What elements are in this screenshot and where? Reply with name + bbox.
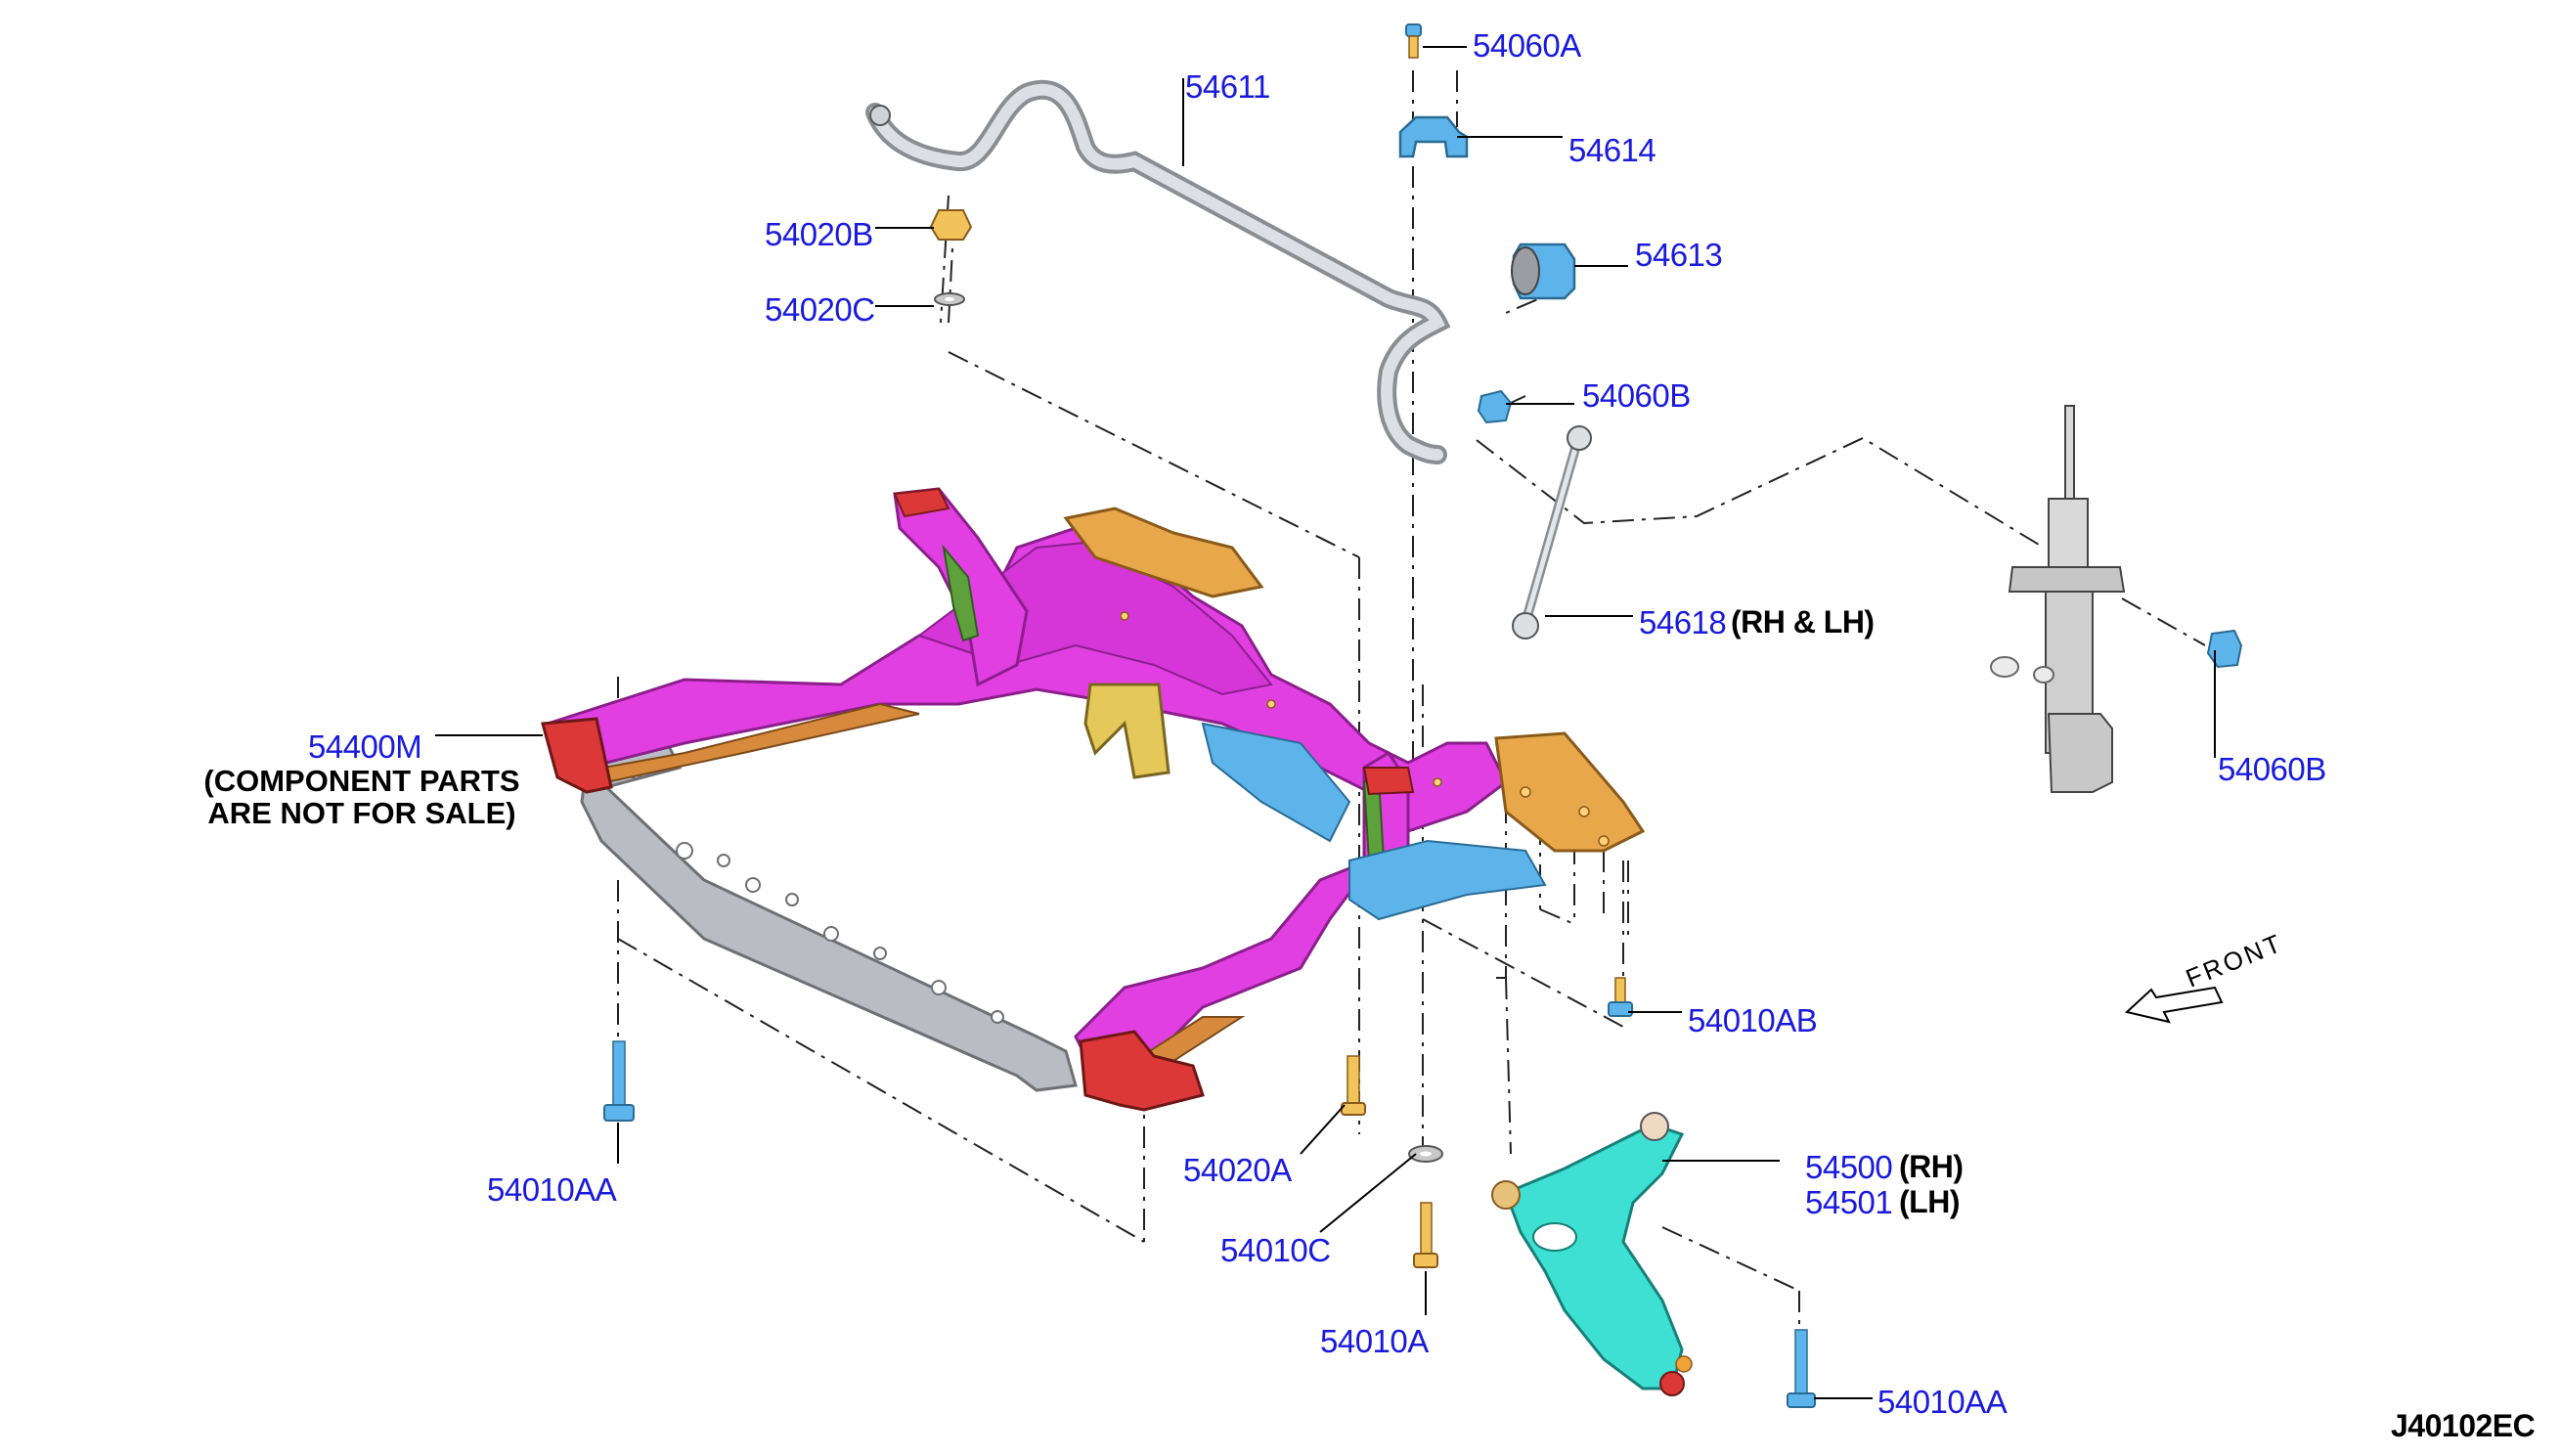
- part-label-54010A: 54010A: [1320, 1323, 1429, 1359]
- diagram-code: J40102EC: [2391, 1408, 2536, 1443]
- part-label-54611: 54611: [1185, 68, 1270, 105]
- part-label-54060B-right: 54060B: [2218, 751, 2326, 787]
- front-label: FRONT: [2182, 928, 2287, 993]
- fasteners: [603, 23, 2243, 1408]
- part-label-54010AA-left: 54010AA: [487, 1171, 617, 1208]
- part-label-54500-suffix: (RH): [1899, 1149, 1964, 1184]
- strut-assembly: [1990, 405, 2126, 793]
- part-label-54614: 54614: [1568, 132, 1656, 168]
- part-label-54400M: 54400M: [308, 728, 422, 765]
- note-line-2: ARE NOT FOR SALE): [207, 796, 516, 831]
- leader-lines: [435, 46, 2216, 1399]
- part-label-54060A: 54060A: [1473, 27, 1581, 64]
- part-label-54010AA-right: 54010AA: [1877, 1384, 2008, 1420]
- part-label-54618-suffix: (RH & LH): [1731, 604, 1875, 640]
- note-line-1: (COMPONENT PARTS: [203, 764, 520, 798]
- part-label-54060B-top: 54060B: [1582, 377, 1691, 414]
- part-label-54618: 54618: [1639, 604, 1727, 640]
- part-label-54020A: 54020A: [1183, 1152, 1292, 1188]
- part-label-54010AB: 54010AB: [1688, 1002, 1818, 1038]
- part-label-54500: 54500: [1805, 1149, 1893, 1185]
- part-label-54010C: 54010C: [1220, 1232, 1331, 1268]
- not-for-sale-note: (COMPONENT PARTS ARE NOT FOR SALE): [176, 765, 548, 829]
- part-label-54501-suffix: (LH): [1899, 1184, 1960, 1219]
- front-suspension-member: [541, 487, 1646, 1112]
- part-label-54020B: 54020B: [765, 216, 873, 252]
- part-label-54501: 54501: [1805, 1184, 1893, 1220]
- front-arrow: FRONT: [2124, 928, 2287, 1024]
- assembly-lines: [617, 70, 2206, 1389]
- stabilizer-link: [1512, 425, 1592, 640]
- part-label-54613: 54613: [1635, 237, 1723, 273]
- part-label-54020C: 54020C: [765, 291, 875, 328]
- stabilizer-bar: [865, 79, 1451, 464]
- lower-control-arm: [1491, 1112, 1693, 1396]
